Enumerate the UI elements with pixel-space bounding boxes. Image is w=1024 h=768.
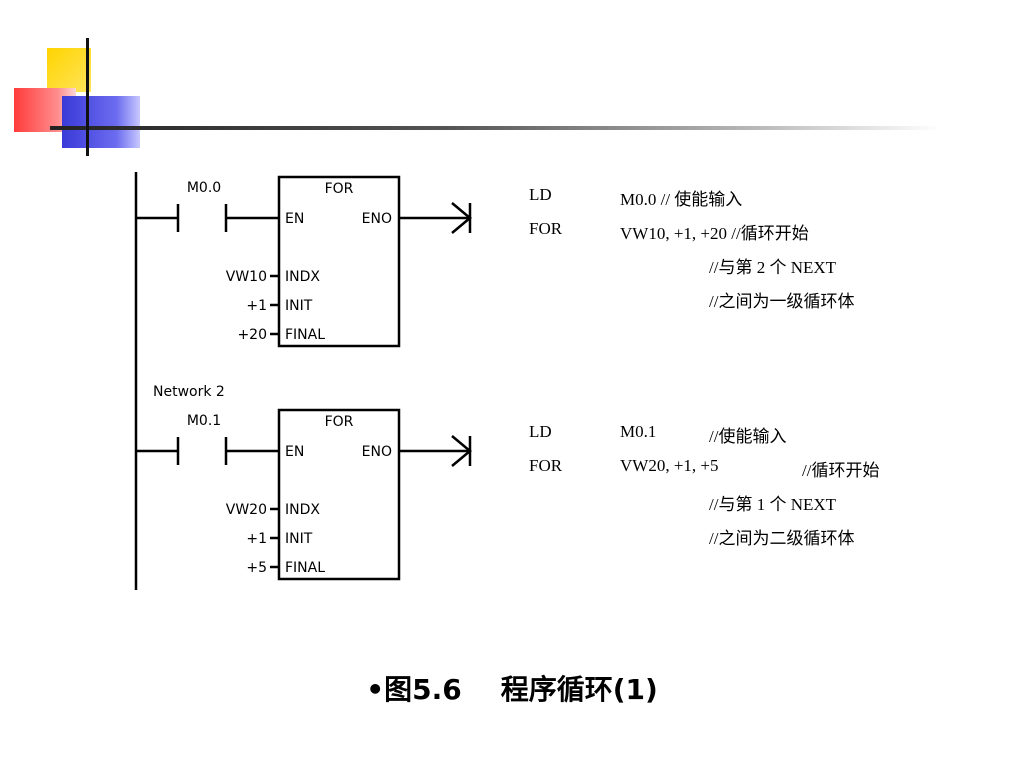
il2-arg-for: VW20, +1, +5 (620, 456, 719, 475)
rung1-final-pin: FINAL (285, 327, 325, 343)
il2-arg-ld: M0.1 (620, 422, 657, 441)
il2-op-ld: LD (529, 422, 552, 441)
rung1-box-title: FOR (325, 181, 354, 197)
rung2-indx-pin: INDX (285, 502, 320, 518)
rung1-init-input: +1 (246, 298, 267, 314)
rung2-final-input: +5 (246, 560, 267, 576)
il1-comment-2: //之间为一级循环体 (709, 292, 855, 311)
il1-arg-ld: M0.0 // 使能输入 (620, 190, 743, 209)
caption-title: 程序循环(1) (500, 673, 658, 706)
rung2-en-pin: EN (285, 444, 304, 460)
caption-label: 图5.6 (384, 673, 462, 706)
rung1-indx-input: VW10 (226, 269, 267, 285)
rung2-for-box (277, 408, 401, 581)
network2-label: Network 2 (153, 384, 225, 400)
il1-comment-1: //与第 2 个 NEXT (709, 258, 837, 277)
il1-op-ld: LD (529, 185, 552, 204)
caption-bullet: • (366, 673, 385, 706)
il1-op-for: FOR (529, 219, 563, 238)
rung2-indx-input: VW20 (226, 502, 267, 518)
rung2-box-title: FOR (325, 414, 354, 430)
rung1-final-input: +20 (237, 327, 267, 343)
figure-caption: •图5.6 程序循环(1) (0, 668, 1024, 708)
rung1-eno-pin: ENO (362, 211, 392, 227)
il2-comment-2: //之间为二级循环体 (709, 529, 855, 548)
rung1-en-pin: EN (285, 211, 304, 227)
il2-comment-ld: //使能输入 (709, 427, 787, 446)
il1-arg-for: VW10, +1, +20 //循环开始 (620, 224, 809, 243)
rung2-contact-label: M0.1 (187, 413, 221, 429)
deco-blue-square (62, 96, 140, 148)
rung2-final-pin: FINAL (285, 560, 325, 576)
rung1-for-box (277, 175, 401, 348)
rung2-init-pin: INIT (285, 531, 313, 547)
rung1-contact-label: M0.0 (187, 180, 221, 196)
deco-yellow-square (47, 48, 91, 92)
header-vertical-rule (86, 38, 89, 156)
il2-op-for: FOR (529, 456, 563, 475)
rung1-indx-pin: INDX (285, 269, 320, 285)
rung2-eno-pin: ENO (362, 444, 392, 460)
il2-comment-for: //循环开始 (802, 461, 880, 480)
header-rule (50, 126, 940, 130)
rung2-init-input: +1 (246, 531, 267, 547)
rung1-init-pin: INIT (285, 298, 313, 314)
il2-comment-1: //与第 1 个 NEXT (709, 495, 837, 514)
